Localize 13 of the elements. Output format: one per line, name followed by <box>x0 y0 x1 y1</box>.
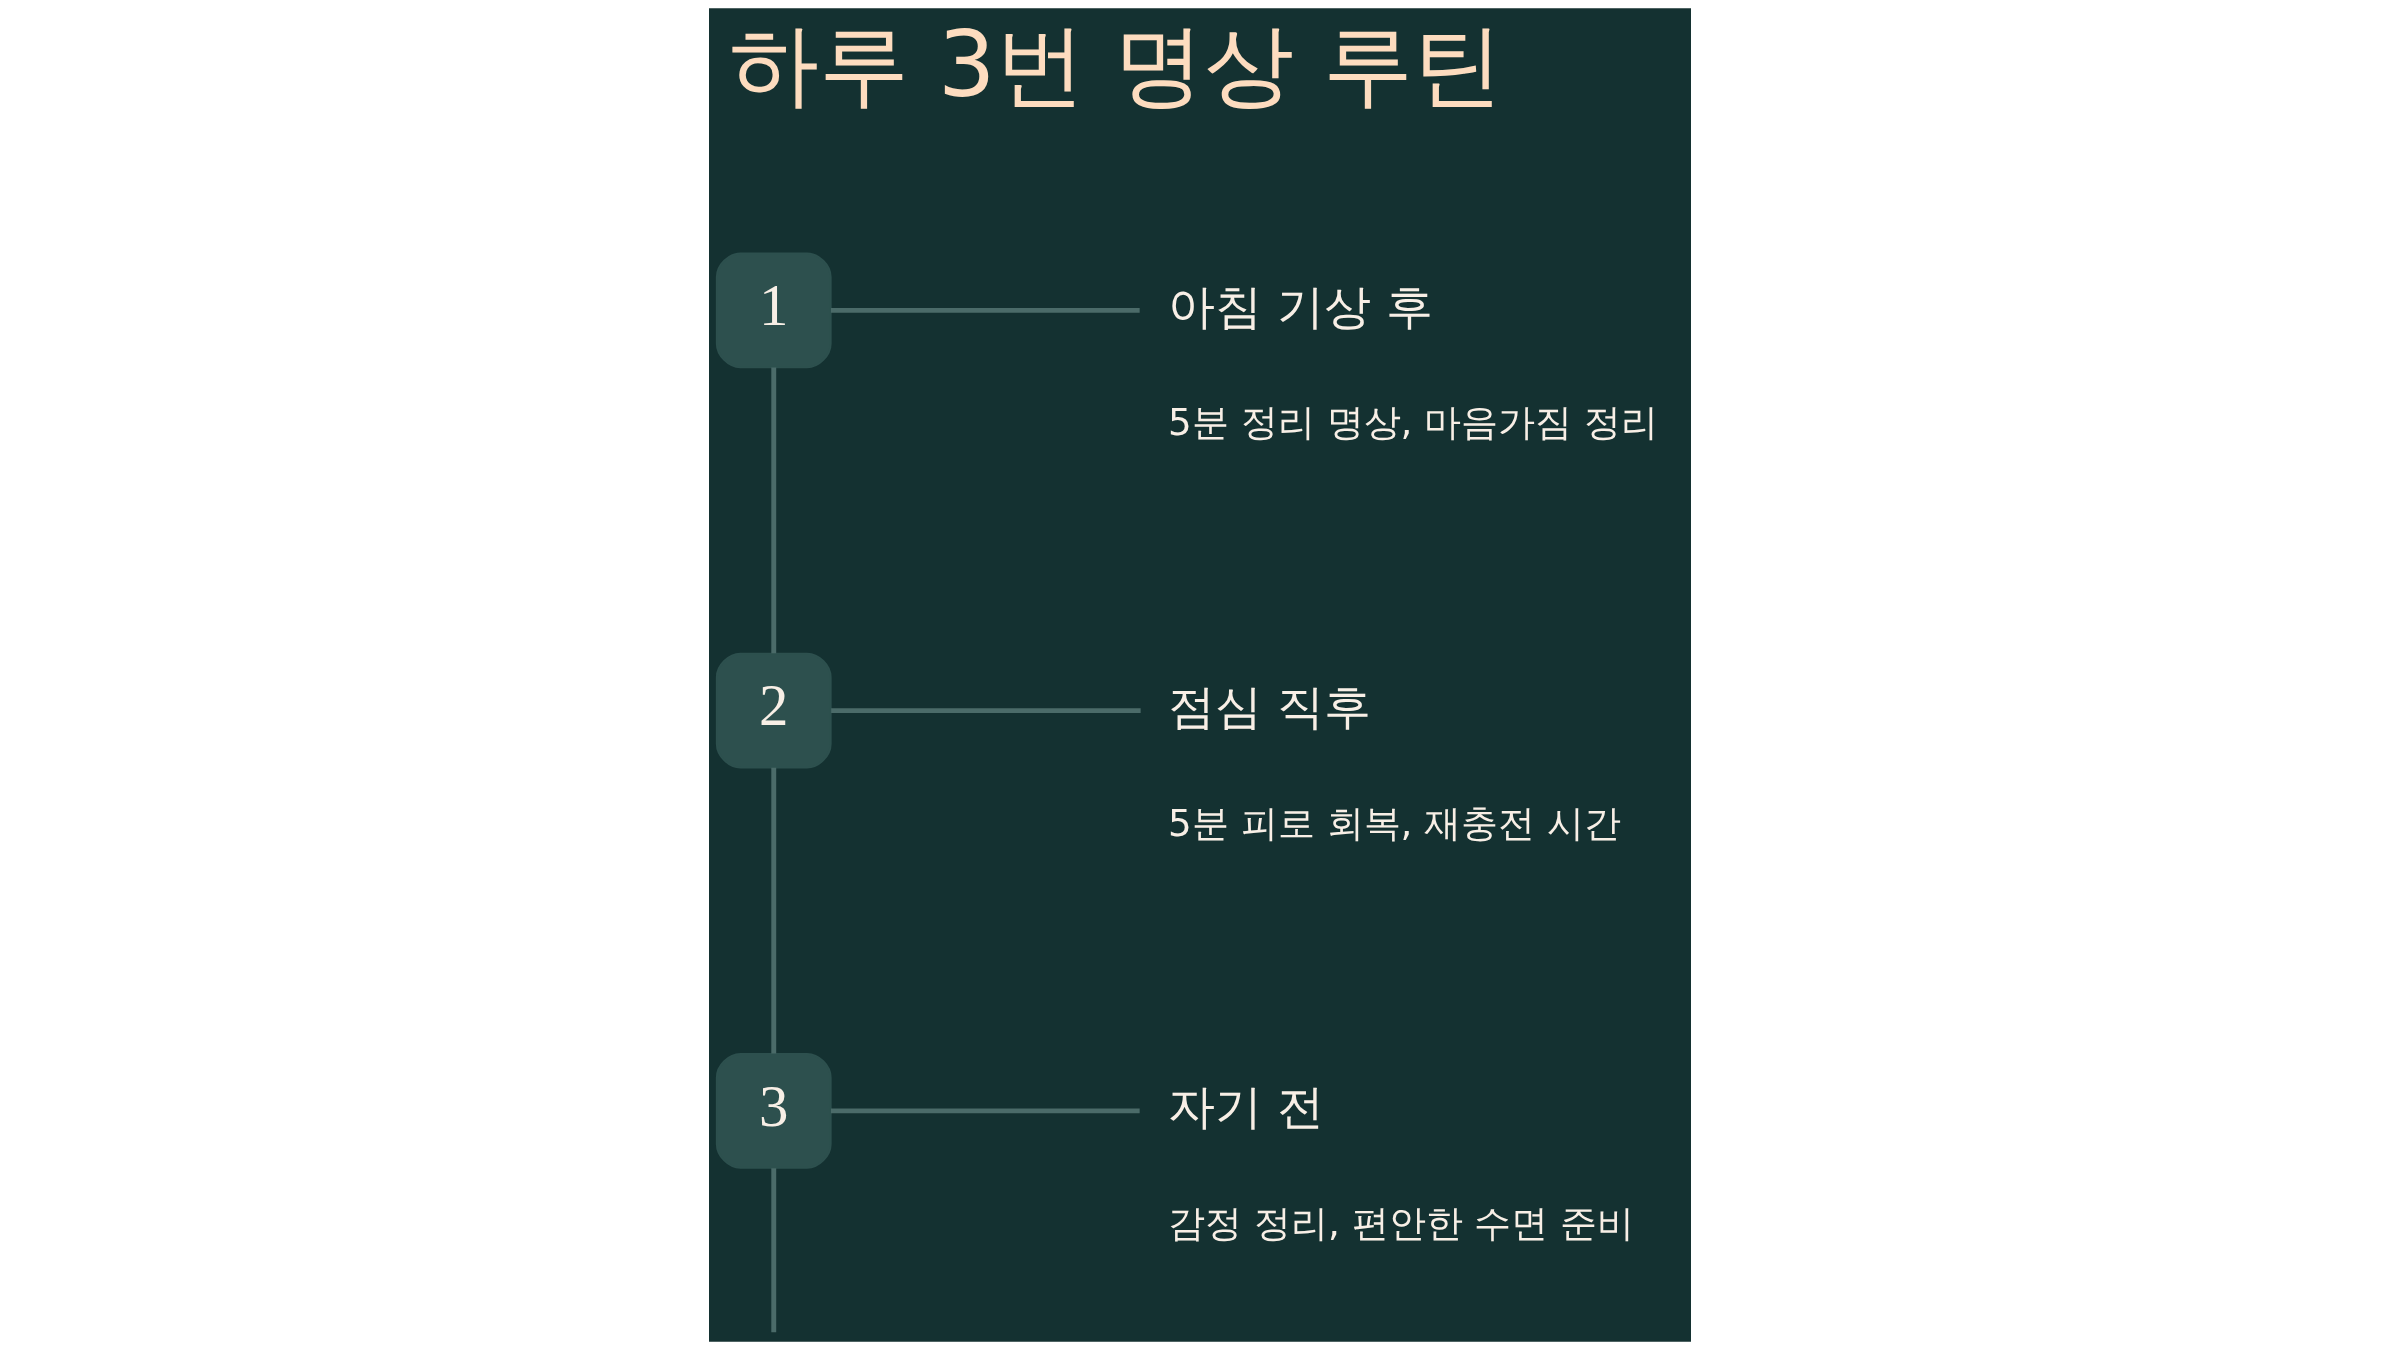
connector <box>771 767 777 1054</box>
connector <box>831 708 1141 714</box>
connector <box>831 1108 1140 1114</box>
node-box: 3 <box>715 1052 832 1169</box>
connector <box>771 367 777 654</box>
connector <box>771 1168 777 1333</box>
node-box: 2 <box>715 652 832 769</box>
node-box: 1 <box>715 252 832 369</box>
connector <box>831 307 1140 313</box>
diagram-title: 하루 3번 명상 루틴 <box>729 12 1503 118</box>
node-text: 아침 기상 후 5분 정리 명상, 마음가짐 정리 <box>1168 278 1659 445</box>
node-text: 점심 직후 5분 피로 회복, 재충전 시간 <box>1168 678 1622 845</box>
node-text: 자기 전 감정 정리, 편안한 수면 준비 <box>1168 1079 1635 1245</box>
